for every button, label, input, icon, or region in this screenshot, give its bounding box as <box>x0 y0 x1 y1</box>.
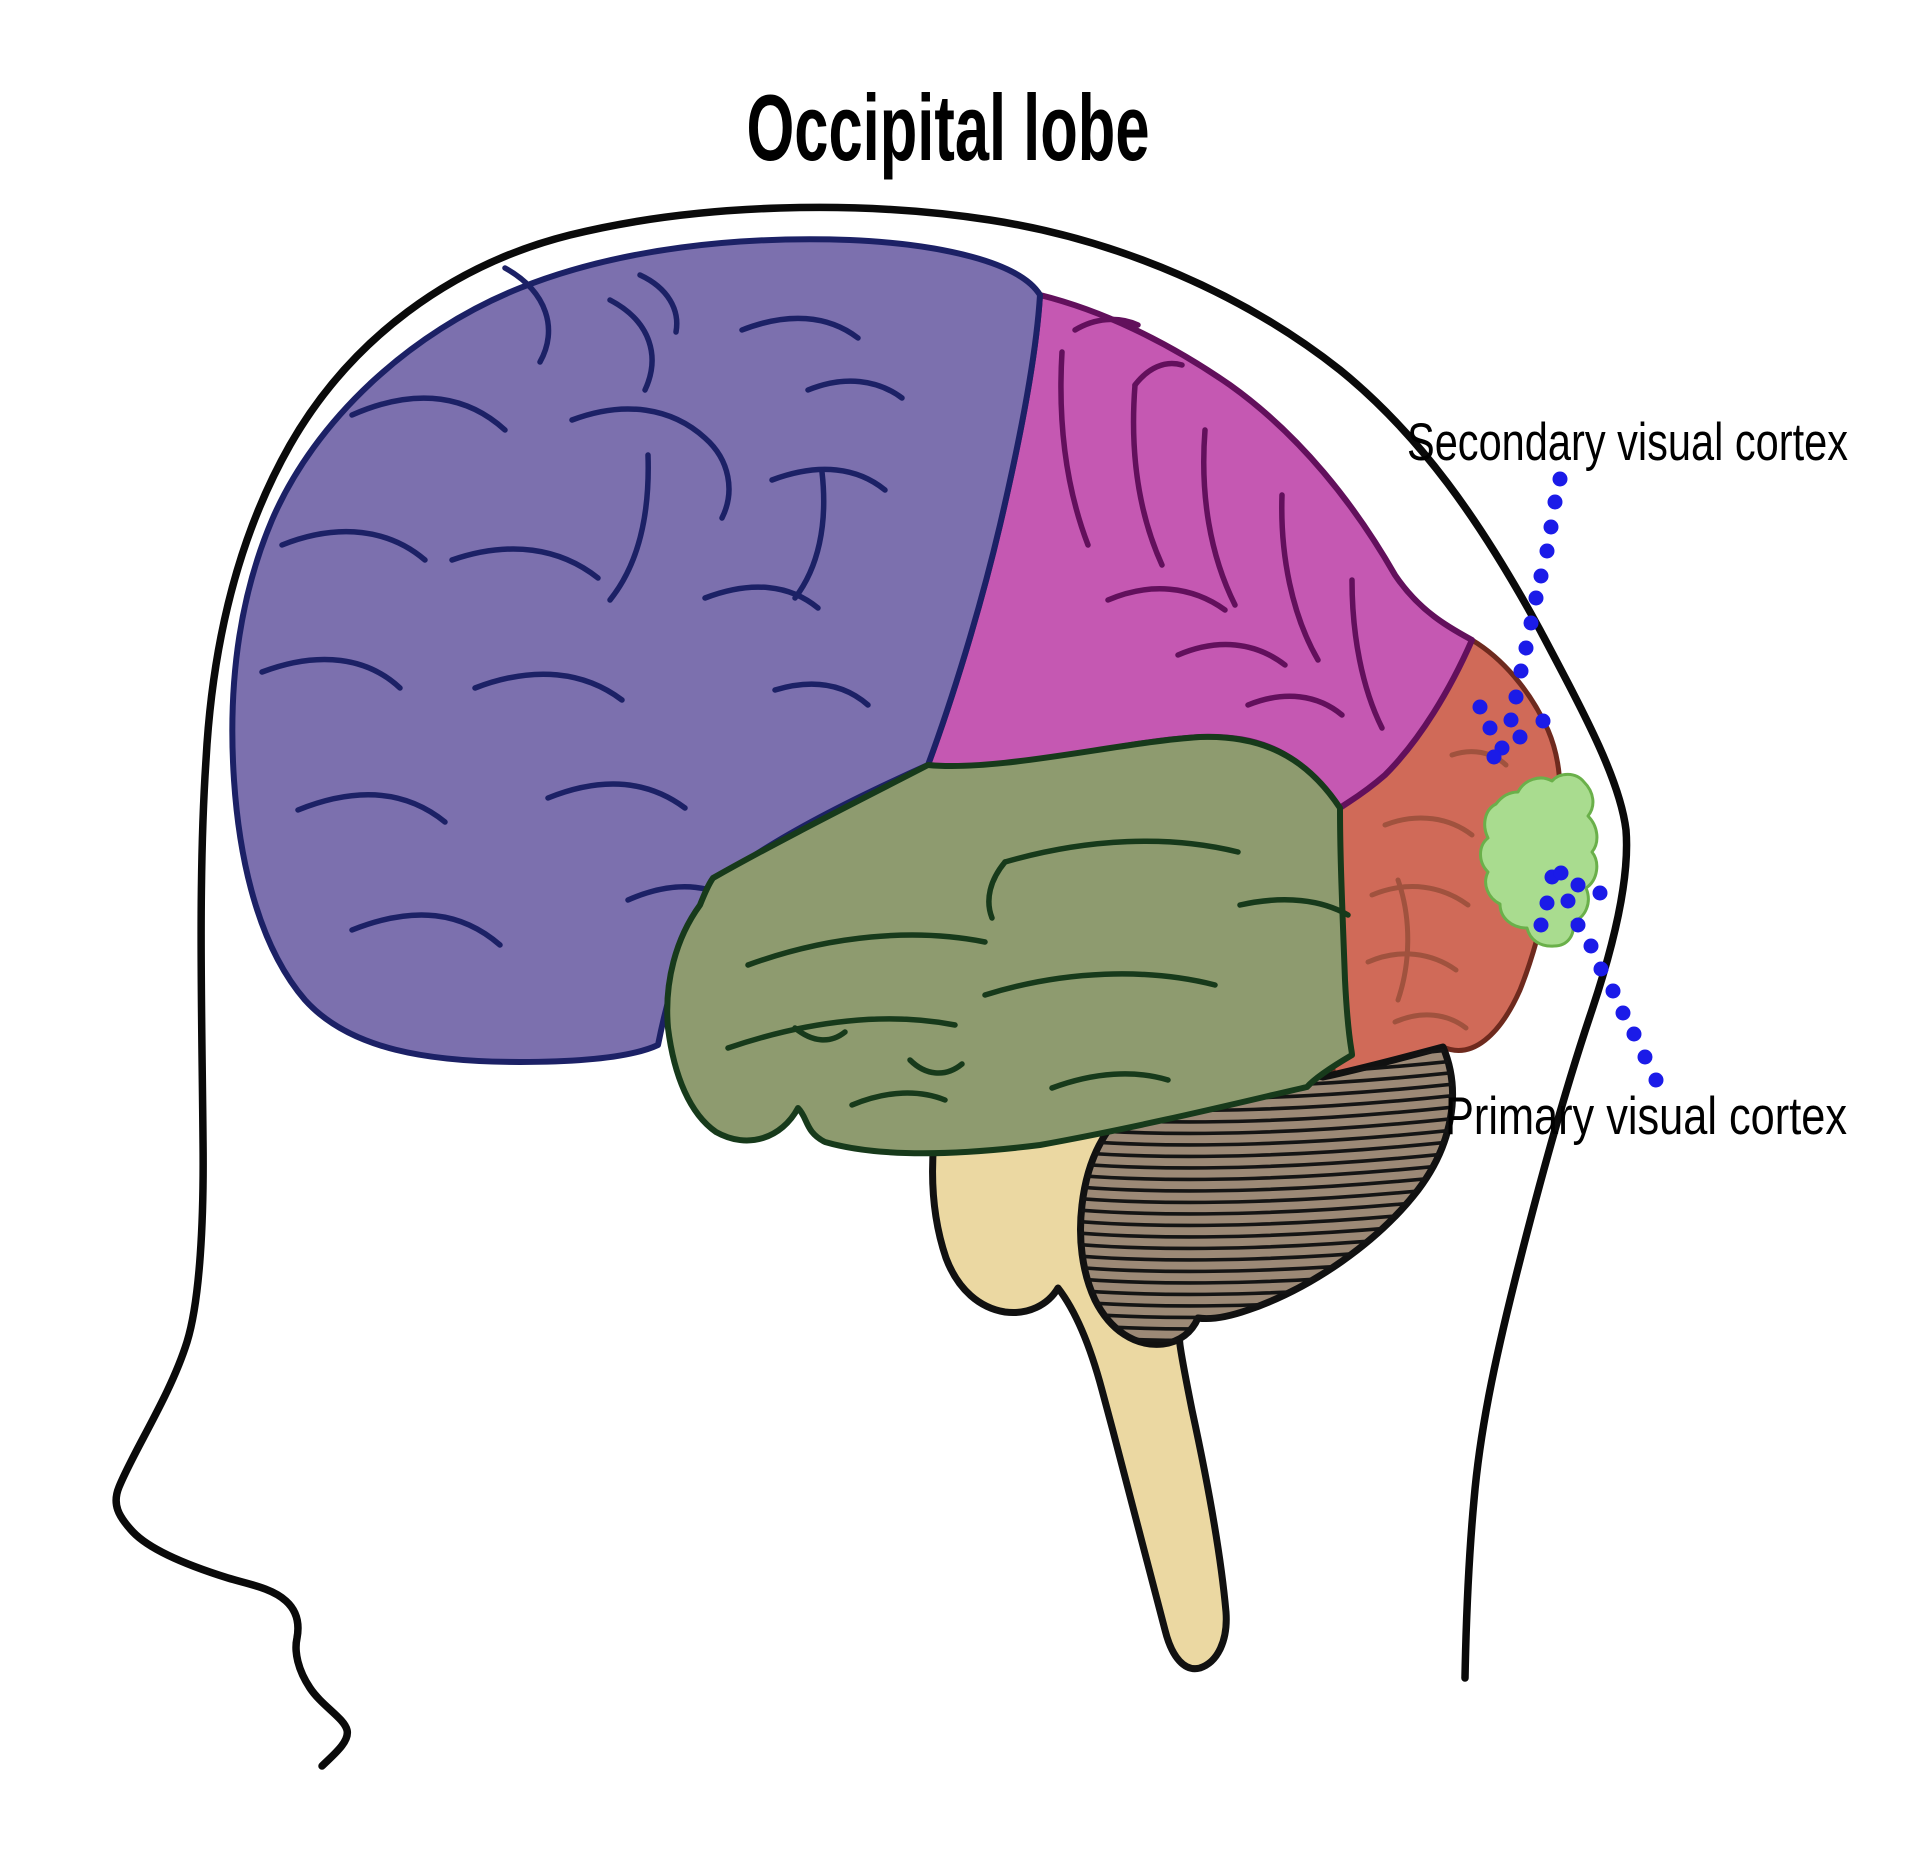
occipital-sulci <box>1365 749 1509 1031</box>
frontal-sulci <box>259 265 905 948</box>
frontal-lobe-region <box>229 236 1043 1065</box>
primary-visual-cortex-label: Primary visual cortex <box>1445 1087 1847 1146</box>
diagram-title: Occipital lobe <box>747 75 1150 180</box>
secondary-visual-cortex-label: Secondary visual cortex <box>1407 413 1848 472</box>
head-profile-outline <box>112 203 1631 1770</box>
temporal-sulci <box>725 838 1351 1108</box>
primary-visual-cortex-dotted-line <box>1533 865 1664 1088</box>
frontal-lobe <box>229 236 1043 1065</box>
secondary-visual-cortex-dotted-line <box>1472 471 1568 765</box>
parietal-sulci <box>1058 316 1385 731</box>
temporal-lobe-region <box>664 733 1355 1157</box>
